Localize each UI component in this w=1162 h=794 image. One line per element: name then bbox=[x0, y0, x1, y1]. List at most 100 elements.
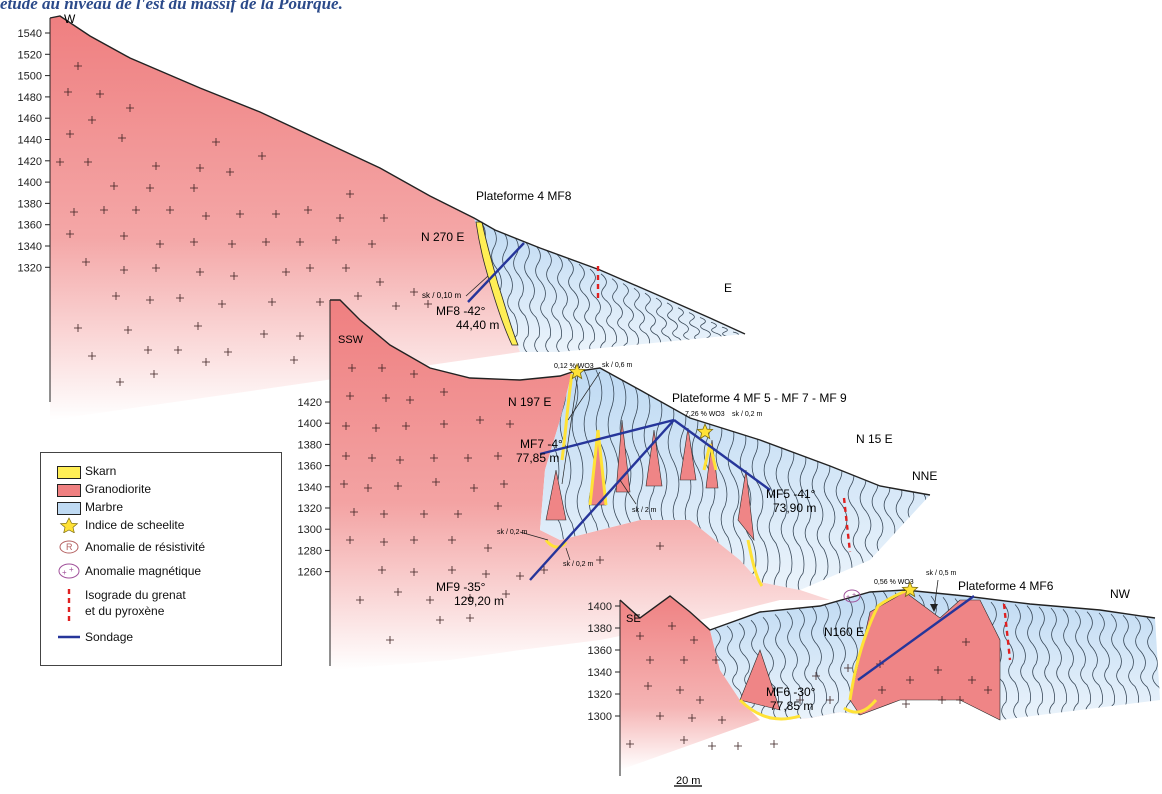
granodiorite-cross bbox=[396, 456, 404, 464]
granodiorite-cross bbox=[190, 238, 198, 246]
granodiorite-cross bbox=[646, 656, 654, 664]
granodiorite-cross bbox=[118, 134, 126, 142]
drillhole-mf9 bbox=[529, 419, 675, 581]
drillhole-length: 44,40 m bbox=[456, 318, 499, 332]
granodiorite-cross bbox=[124, 326, 132, 334]
granodiorite-cross bbox=[656, 542, 664, 550]
granodiorite-cross bbox=[272, 210, 280, 218]
granodiorite-cross bbox=[984, 686, 992, 694]
marbre-layer-line bbox=[1026, 605, 1046, 720]
annotation-leaders bbox=[519, 371, 637, 561]
legend-item-resistivity: R Anomalie de résistivité bbox=[41, 539, 281, 557]
granodiorite-cross bbox=[202, 358, 210, 366]
granodiorite-cross bbox=[516, 572, 524, 580]
axis-tick-label: 1420 bbox=[298, 397, 322, 409]
granodiorite-cross bbox=[110, 182, 118, 190]
marbre-layer-line bbox=[501, 230, 521, 352]
granodiorite-cross bbox=[202, 212, 210, 220]
marbre-layer-line bbox=[738, 622, 758, 720]
marbre-layer-line bbox=[567, 259, 587, 352]
annotation-label: sk / 0,2 m bbox=[563, 561, 594, 568]
legend-item-granodiorite: Granodiorite bbox=[41, 481, 281, 499]
axis-tick-label: 1280 bbox=[298, 545, 322, 557]
granodiorite-cross bbox=[56, 158, 64, 166]
legend-label: Indice de scheelite bbox=[85, 518, 185, 532]
marbre-layer-line bbox=[1014, 604, 1034, 720]
axis-tick-label: 1380 bbox=[588, 623, 612, 635]
drillhole-length: 73,90 m bbox=[773, 501, 816, 515]
right-label: NW bbox=[1110, 587, 1131, 601]
granodiorite-cross bbox=[354, 292, 362, 300]
marbre-layer-line bbox=[751, 425, 771, 590]
marbre-layer-line bbox=[611, 278, 631, 352]
annotation-arrowhead bbox=[930, 604, 938, 612]
drillhole-length: 77,85 m bbox=[770, 699, 813, 713]
marbre-layer-line bbox=[523, 239, 543, 352]
granodiorite-cross bbox=[466, 594, 474, 602]
granodiorite-cross bbox=[708, 742, 716, 750]
annotation-label: sk / 0,10 m bbox=[422, 291, 461, 300]
legend-label: et du pyroxène bbox=[85, 604, 165, 618]
granodiorite-cross bbox=[66, 230, 74, 238]
granodiorite-cross bbox=[228, 240, 236, 248]
isograde-line bbox=[1002, 603, 1012, 661]
granodiorite-body bbox=[330, 300, 830, 670]
marbre-layer-line bbox=[811, 448, 831, 590]
axis-tick-label: 1460 bbox=[18, 113, 42, 125]
granodiorite-cross bbox=[410, 568, 418, 576]
granodiorite-cross bbox=[64, 88, 72, 96]
marbre-layer-line bbox=[798, 608, 818, 720]
legend-item-magnetic: + + Anomalie magnétique bbox=[41, 563, 281, 581]
star-icon bbox=[59, 517, 79, 533]
platform-label: Plateforme 4 MF6 bbox=[958, 579, 1054, 593]
granodiorite-cross bbox=[350, 508, 358, 516]
axis-tick-label: 1260 bbox=[298, 567, 322, 579]
granodiorite-cross bbox=[96, 90, 104, 98]
svg-text:+: + bbox=[62, 568, 67, 577]
granodiorite-cross bbox=[348, 364, 356, 372]
granodiorite-cross bbox=[346, 536, 354, 544]
granodiorite-cross bbox=[676, 686, 684, 694]
drillhole-name: MF8 -42° bbox=[436, 304, 486, 318]
granodiorite-cross bbox=[540, 566, 548, 574]
granodiorite-cross bbox=[336, 214, 344, 222]
legend-label: Granodiorite bbox=[85, 482, 152, 496]
drillhole-mf6 bbox=[857, 595, 975, 681]
marbre-layer-line bbox=[1074, 610, 1094, 720]
marbre-layer-line bbox=[799, 443, 819, 590]
granodiorite-cross bbox=[380, 538, 388, 546]
marbre-layer-line bbox=[589, 268, 609, 352]
granodiorite-crosses bbox=[56, 62, 432, 386]
marbre-layer-line bbox=[1062, 609, 1082, 720]
annotation-label: sk / 0,2 m bbox=[497, 529, 528, 536]
axis-tick-label: 1400 bbox=[298, 418, 322, 430]
axis-tick-label: 1360 bbox=[18, 220, 42, 232]
granodiorite-cross bbox=[368, 240, 376, 248]
section-mf8: 1540152015001480146014401420140013801360… bbox=[18, 12, 746, 420]
granodiorite-cross bbox=[146, 184, 154, 192]
granodiorite-crosses bbox=[340, 364, 664, 644]
marbre-layer-line bbox=[919, 489, 930, 590]
azimuth-label: N 197 E bbox=[508, 395, 551, 409]
marbre-layer-line bbox=[763, 430, 783, 590]
annotation-label: 7,26 % WO3 bbox=[685, 411, 725, 418]
left-label: SSW bbox=[338, 334, 364, 346]
granodiorite-cross bbox=[962, 638, 970, 646]
annotation-label: sk / 0,6 m bbox=[602, 362, 633, 369]
axis-tick-label: 1480 bbox=[18, 92, 42, 104]
marbre-layer-line bbox=[1050, 607, 1070, 720]
granodiorite-cross bbox=[84, 158, 92, 166]
legend-item-isograde-continued: et du pyroxène bbox=[41, 603, 281, 621]
granodiorite-cross bbox=[304, 206, 312, 214]
marbre-layer-line bbox=[775, 434, 795, 590]
skarn-contact bbox=[475, 221, 519, 346]
granodiorite-cross bbox=[150, 370, 158, 378]
granodiorite-cross bbox=[402, 422, 410, 430]
drillhole-mf7 bbox=[539, 418, 675, 456]
granodiorite-cross bbox=[346, 190, 354, 198]
granodiorite-cross bbox=[718, 716, 726, 724]
granodiorite-cross bbox=[116, 378, 124, 386]
granodiorite-cross bbox=[432, 478, 440, 486]
skarn-rims bbox=[738, 586, 913, 721]
granodiorite-cross bbox=[636, 632, 644, 640]
